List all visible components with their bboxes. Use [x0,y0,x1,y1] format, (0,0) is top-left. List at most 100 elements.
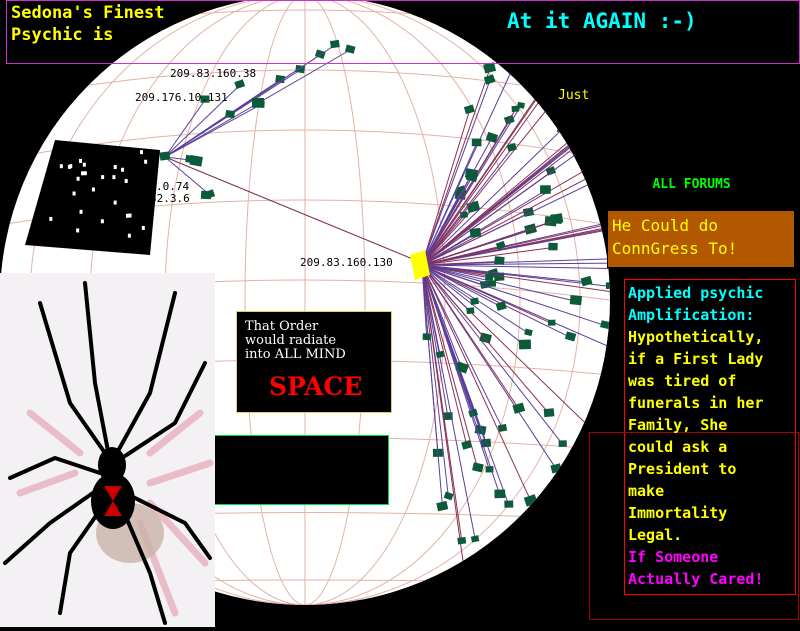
network-link [421,264,463,369]
psychic-body-8: make [628,482,665,500]
network-node [443,491,454,501]
psychic-body-6: could ask a [628,438,728,456]
network-node [504,500,514,508]
network-node [200,190,212,200]
region-dot [83,171,87,176]
network-node [550,214,563,224]
all-forums-highlight: ALL FORUMS [652,176,731,192]
network-link [421,264,490,279]
network-node [455,361,470,374]
network-node [461,440,473,450]
network-node [495,240,506,250]
network-node [459,569,471,580]
imagine-post-in: post in [600,175,649,191]
network-node [329,39,340,49]
network-node [540,185,551,194]
network-node [512,402,526,414]
congress-box: He Could do ConnGress To! [607,210,795,268]
psychic-body-10: Legal. [628,526,683,544]
network-link [421,264,471,312]
network-node [471,138,482,147]
network-node [488,280,497,287]
network-link [421,109,516,266]
region-dot [112,175,116,180]
network-link [421,264,510,506]
order-box: That Order would radiate into ALL MIND S… [236,311,392,413]
ip-label-1: 209.83.160.38 [170,67,257,80]
region-dot [81,171,85,176]
region-dot [78,158,82,163]
network-link [421,130,562,266]
network-node [234,79,246,90]
network-node [580,275,593,287]
region-dots [49,150,148,238]
banner-box: Sedona's Finest Psychic is At it AGAIN :… [6,0,800,64]
network-link [164,156,421,263]
imagine-lead: Just [558,88,590,103]
region-dot [124,178,128,183]
network-link [421,264,576,302]
network-node [484,273,494,281]
region-dot [144,159,148,164]
network-node [443,412,453,421]
network-link [421,147,513,266]
network-node [506,142,517,152]
network-node [468,408,479,418]
psychic-head-1: Applied psychic [628,284,764,302]
network-link [421,264,532,502]
network-link [421,264,550,414]
network-node [469,227,482,238]
order-text: That Order would radiate into ALL MIND [245,320,390,362]
banner-tagline: At it AGAIN :-) [507,9,697,33]
network-node [189,155,203,167]
network-link [421,219,557,266]
network-node [200,95,210,103]
psychic-head-2: Amplification: [628,306,755,324]
dark-region [25,140,160,255]
ip-label-4: .0.74 [156,180,190,193]
psychic-body-9: Immortality [628,504,728,522]
network-link [421,264,502,308]
imagine-block: IMAGINE that the President decided that … [600,90,795,192]
region-dot [69,164,73,169]
region-dot [82,162,86,167]
network-node [543,408,555,418]
network-link [421,215,465,266]
network-node [582,122,595,133]
network-node [569,294,583,306]
network-node [497,423,508,433]
network-node [483,62,497,74]
network-link [421,264,520,410]
network-node [483,74,496,85]
hub-node [410,250,430,280]
network-link [421,264,606,327]
network-node [466,307,475,315]
imagine-line-6: to all military to [600,161,715,177]
network-link [421,262,610,266]
imagine-line-4: children to die was [600,132,734,148]
psychic-body-2: if a First Lady [628,350,764,368]
space-word: SPACE [269,372,363,401]
psychic-closing-2: Actually Cared! [628,570,764,588]
order-line-1: That Order [245,319,319,334]
region-dot [100,219,104,224]
network-link [164,156,211,196]
region-dot [76,176,80,181]
network-link [421,264,468,446]
psychic-inner-box [589,432,799,620]
region-dot [49,216,53,221]
psychic-box [624,279,796,595]
network-link [421,217,610,266]
network-node [548,242,558,251]
network-link [421,143,478,266]
psychic-text: Applied psychic Amplification: Hypotheti… [628,282,763,590]
imagine-line-2: President decided [600,104,727,120]
network-link [421,264,526,347]
network-node [570,137,579,146]
network-node [485,131,499,143]
network-node [252,98,264,108]
network-link [421,264,501,496]
order-line-2: would radiate [245,333,337,348]
network-node [558,440,567,448]
network-node [518,339,532,350]
